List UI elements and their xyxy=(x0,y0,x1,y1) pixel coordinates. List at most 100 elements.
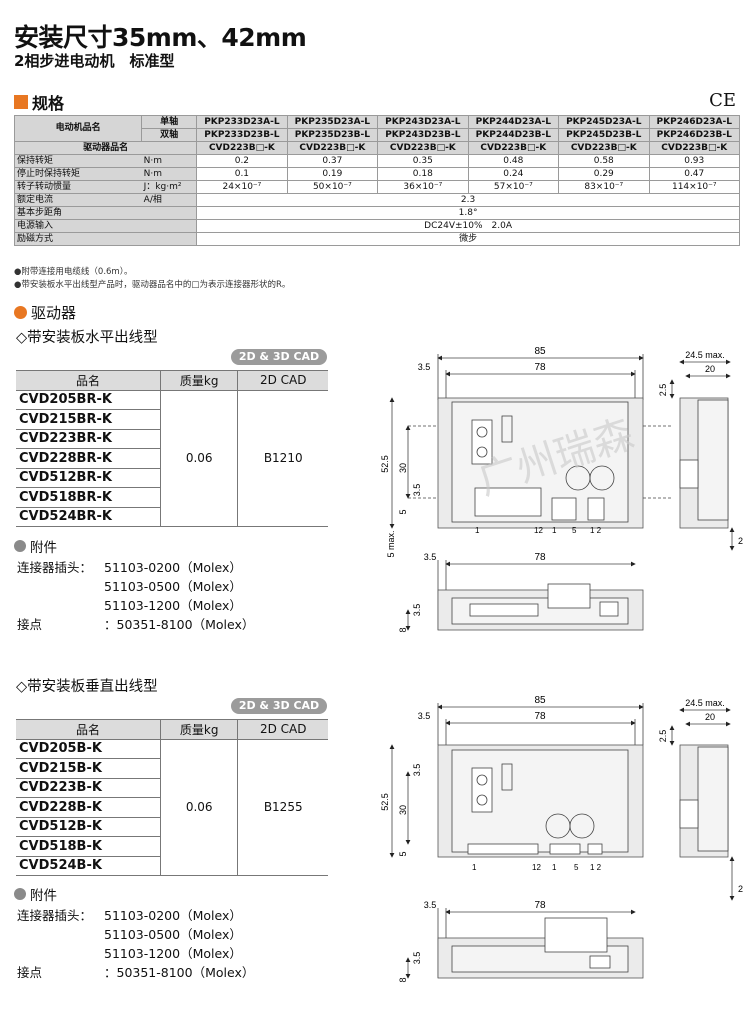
mass-value: 0.06 xyxy=(159,739,238,876)
spec-cell: 0.18 xyxy=(377,167,469,181)
product-name: CVD512BR-K xyxy=(16,468,161,488)
dim-24-5-max: 24.5 max. xyxy=(685,350,725,360)
spec-cell: PKP243D23A-L xyxy=(377,115,469,129)
pin-label: 12 xyxy=(534,526,543,535)
spec-cell: CVD223B□-K xyxy=(467,141,560,155)
dim-2: 2 xyxy=(738,884,743,894)
connector-value: 51103-0500（Molex） xyxy=(104,579,242,594)
dim-3-5: 3.5 xyxy=(412,764,422,777)
pin-label: 1 xyxy=(552,863,557,872)
spec-cell: 0.2 xyxy=(196,154,288,168)
spec-section-title: 规格 xyxy=(14,90,64,114)
contact-label: 接点 xyxy=(17,965,43,980)
motor-name-label: 电动机品名 xyxy=(13,115,143,142)
spec-note: ●附带连接用电缆线（0.6m）。 xyxy=(14,267,133,277)
dim-3-5: 3.5 xyxy=(418,711,431,721)
mass-value: 0.06 xyxy=(159,390,238,527)
spec-cell: 50×10⁻⁷ xyxy=(286,180,379,194)
dim-3-5: 3.5 xyxy=(424,900,437,910)
spec-cell: PKP246D23A-L xyxy=(648,115,740,129)
dim-52-5: 52.5 xyxy=(380,793,390,811)
product-name: CVD512B-K xyxy=(16,817,161,837)
cad-badge[interactable]: 2D & 3D CAD xyxy=(231,698,327,714)
dim-3-5: 3.5 xyxy=(412,952,422,965)
col-cad-header: 2D CAD xyxy=(237,719,328,740)
dim-3-5: 3.5 xyxy=(424,552,437,562)
dim-20: 20 xyxy=(705,712,715,722)
connector-label: 连接器插头： xyxy=(17,908,93,923)
dim-85: 85 xyxy=(534,695,546,706)
horizontal-product-table: 品名 质量kg 2D CAD CVD205BR-K 0.06 B1210 CVD… xyxy=(16,370,328,527)
col-name-header: 品名 xyxy=(16,719,161,740)
spec-cell: PKP235D23A-L xyxy=(286,115,379,129)
vertical-type-title: ◇带安装板垂直出线型 xyxy=(16,679,158,695)
spec-cell: 0.47 xyxy=(648,167,740,181)
vertical-product-table: 品名 质量kg 2D CAD CVD205B-K 0.06 B1255 CVD2… xyxy=(16,719,328,876)
connector-value: 51103-1200（Molex） xyxy=(104,946,242,961)
spec-cell: PKP233D23B-L xyxy=(196,128,288,142)
col-name-header: 品名 xyxy=(16,370,161,391)
spec-cell: 83×10⁻⁷ xyxy=(558,180,650,194)
spec-cell: 0.29 xyxy=(558,167,650,181)
dim-3-5: 3.5 xyxy=(418,362,431,372)
spec-cell: PKP233D23A-L xyxy=(196,115,288,129)
vertical-bottom-view xyxy=(405,908,644,979)
dim-85: 85 xyxy=(534,346,546,357)
dim-8: 8 xyxy=(398,627,408,632)
dim-20: 20 xyxy=(705,364,715,374)
dim-5-max: 5 max. xyxy=(386,530,396,557)
dim-2-5: 2.5 xyxy=(658,384,668,397)
product-name: CVD524B-K xyxy=(16,856,161,876)
dim-24-5-max: 24.5 max. xyxy=(685,698,725,708)
spec-cell: 0.1 xyxy=(196,167,288,181)
vertical-front-view xyxy=(389,703,644,858)
spec-table: 电动机品名 单轴 PKP233D23A-L PKP235D23A-L PKP24… xyxy=(13,115,740,246)
horizontal-type-title: ◇带安装板水平出线型 xyxy=(16,330,158,346)
dim-78: 78 xyxy=(534,552,546,563)
dimension-drawings: 85 78 3.5 52.5 30 3.5 5 5 max. 1 12 1 5 … xyxy=(380,346,743,983)
single-axis-label: 单轴 xyxy=(141,115,198,129)
spec-cell: 0.37 xyxy=(286,154,379,168)
cad-value[interactable]: B1210 xyxy=(237,390,328,527)
dim-78: 78 xyxy=(534,711,546,722)
col-mass-header: 质量kg xyxy=(159,370,238,391)
dim-8: 8 xyxy=(398,977,408,982)
cad-value[interactable]: B1255 xyxy=(237,739,328,876)
cad-badge[interactable]: 2D & 3D CAD xyxy=(231,349,327,365)
product-name: CVD518B-K xyxy=(16,836,161,857)
row-unit: J：kg·m² xyxy=(141,180,198,194)
orange-square-icon xyxy=(14,95,28,109)
product-name: CVD205B-K xyxy=(16,739,161,759)
spec-cell: PKP245D23B-L xyxy=(558,128,650,142)
dim-5: 5 xyxy=(398,509,408,514)
driver-name-label: 驱动器品名 xyxy=(13,141,198,155)
col-cad-header: 2D CAD xyxy=(237,370,328,391)
spec-cell: 微步 xyxy=(196,232,740,246)
product-name: CVD205BR-K xyxy=(16,390,161,410)
connector-value: 51103-1200（Molex） xyxy=(104,598,242,613)
spec-cell: 0.48 xyxy=(467,154,560,168)
spec-cell: 57×10⁻⁷ xyxy=(467,180,560,194)
spec-cell: PKP244D23B-L xyxy=(467,128,560,142)
page-subtitle: 2相步进电动机 标准型 xyxy=(14,52,175,70)
vertical-side-view xyxy=(669,707,735,901)
connector-label: 连接器插头： xyxy=(17,560,93,575)
spec-cell: 114×10⁻⁷ xyxy=(648,180,740,194)
dim-78: 78 xyxy=(534,900,546,911)
pin-label: 1 xyxy=(472,863,477,872)
spec-note: ●带安装板水平出线型产品时，驱动器品名中的□为表示连接器形状的R。 xyxy=(14,280,291,290)
dim-2-5: 2.5 xyxy=(658,730,668,743)
dim-30: 30 xyxy=(398,463,408,473)
product-name: CVD215BR-K xyxy=(16,409,161,430)
spec-cell: 36×10⁻⁷ xyxy=(377,180,469,194)
product-name: CVD518BR-K xyxy=(16,487,161,508)
row-label: 保持转矩 xyxy=(13,154,142,168)
gray-dot-icon xyxy=(14,888,26,900)
pin-label: 1 2 xyxy=(590,526,602,535)
spec-cell: 2.3 xyxy=(196,193,740,207)
dim-52-5: 52.5 xyxy=(380,455,390,473)
horizontal-side-view xyxy=(669,359,735,551)
spec-cell: 0.58 xyxy=(558,154,650,168)
pin-label: 1 xyxy=(475,526,480,535)
driver-section-title: 驱动器 xyxy=(14,302,76,323)
